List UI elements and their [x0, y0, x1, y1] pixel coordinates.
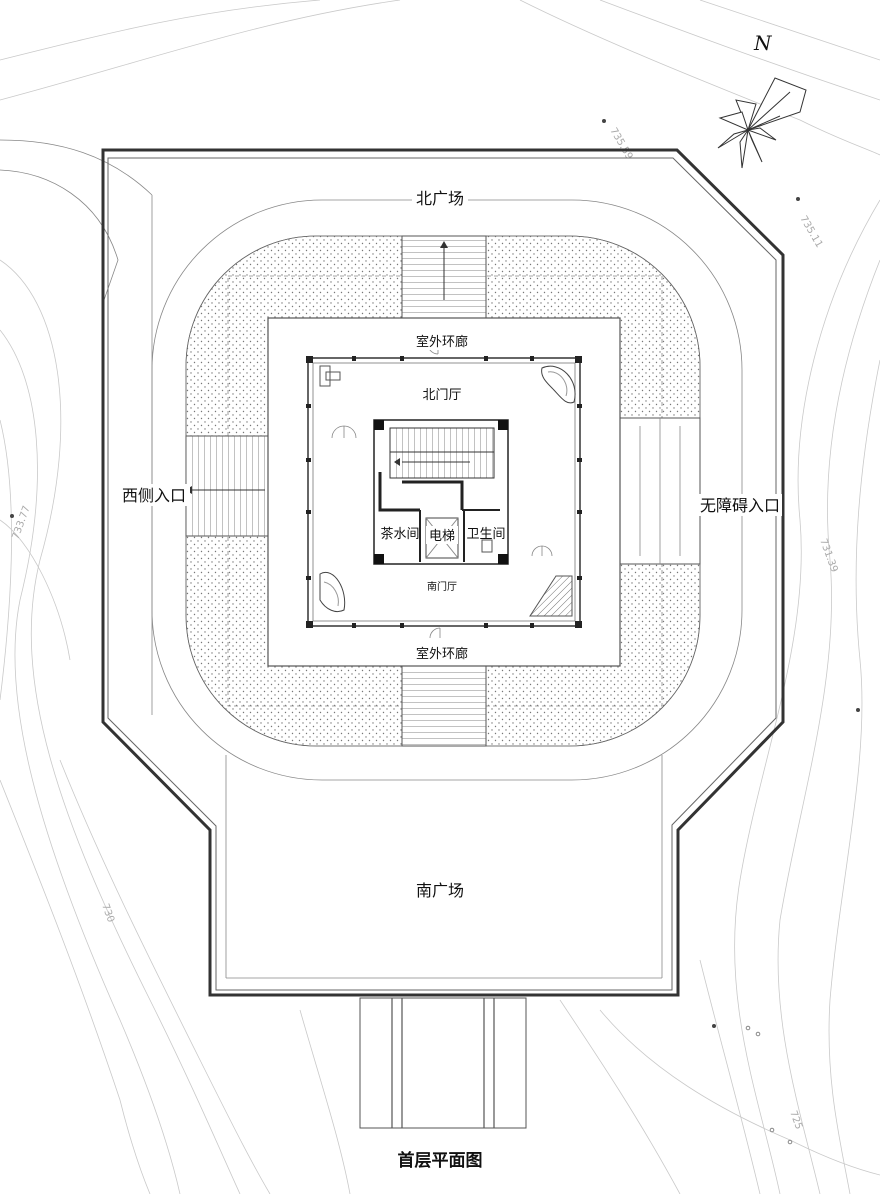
accessible-entrance-label: 无障碍入口 [700, 496, 780, 515]
outer-corridor-north-label: 室外环廊 [416, 334, 468, 350]
elevator-label: 电梯 [429, 529, 455, 544]
tea-room-label: 茶水间 [380, 526, 419, 542]
stairs-west [185, 435, 269, 537]
survey-points [10, 119, 860, 1145]
access-road [0, 139, 153, 301]
north-plaza-label: 北广场 [416, 189, 464, 208]
elevation-label: 730 [99, 902, 116, 924]
south-hall-label: 南门厅 [427, 580, 457, 593]
south-plaza-label: 南广场 [416, 881, 464, 900]
elevation-label: 733.77 [10, 504, 32, 541]
north-arrow-label: N [753, 31, 773, 55]
outer-corridor-south-label: 室外环廊 [416, 646, 468, 662]
elevation-label: 731.39 [817, 537, 839, 574]
west-entrance-label: 西侧入口 [122, 486, 186, 505]
stairs-south [401, 665, 487, 747]
building-core [373, 419, 509, 565]
restroom-label: 卫生间 [466, 527, 505, 542]
drawing-caption: 首层平面图 [398, 1150, 483, 1171]
elevation-label: 725 [787, 1109, 804, 1131]
north-arrow: N [717, 31, 807, 169]
elevation-label: 735.11 [797, 214, 824, 250]
accessible-ramp [619, 417, 701, 565]
labels: 北广场 室外环廊 北门厅 西侧入口 无障碍入口 茶水间 电梯 卫生间 南门厅 室… [118, 186, 782, 1171]
elevation-label: 735.59 [607, 126, 634, 162]
south-approach [359, 997, 527, 1129]
site-boundary [101, 148, 785, 997]
stairs-north [401, 235, 487, 319]
north-hall-label: 北门厅 [422, 388, 461, 403]
